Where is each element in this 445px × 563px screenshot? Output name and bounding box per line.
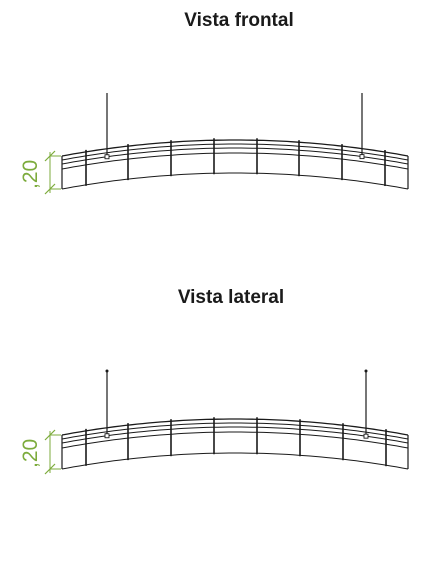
side-cable-cap: [105, 369, 109, 373]
front-arc-line: [61, 172, 409, 190]
front-panel: [61, 93, 409, 190]
side-arc-line: [61, 452, 409, 470]
side-panel: [61, 369, 409, 470]
side-arc-line: [61, 422, 409, 440]
front-arc-line: [61, 139, 409, 157]
side-dimension-label: ,20: [19, 439, 42, 468]
side-arc-line: [61, 426, 409, 444]
front-dimension-tick: [44, 150, 56, 162]
side-arc-line: [61, 418, 409, 436]
front-arc-line: [61, 143, 409, 161]
front-arc-line: [61, 147, 409, 165]
front-view-title: Vista frontal: [184, 10, 294, 31]
side-cable-cap: [364, 369, 368, 373]
front-dimension-tick: [44, 183, 56, 195]
front-arc-line: [61, 152, 409, 170]
side-view-drawing: ,20: [19, 369, 409, 475]
side-dimension-tick: [44, 463, 56, 475]
side-cable-anchor: [104, 433, 110, 439]
side-dimension: ,20: [19, 429, 61, 475]
front-cable-anchor: [359, 154, 365, 160]
side-cable-anchor: [363, 433, 369, 439]
front-dimension: ,20: [19, 150, 61, 195]
front-dimension-label: ,20: [19, 160, 42, 189]
side-dimension-tick: [44, 429, 56, 441]
side-arc-line: [61, 431, 409, 449]
front-view-drawing: ,20: [19, 93, 409, 195]
side-view-title: Vista lateral: [177, 287, 285, 308]
front-cable-anchor: [104, 154, 110, 160]
